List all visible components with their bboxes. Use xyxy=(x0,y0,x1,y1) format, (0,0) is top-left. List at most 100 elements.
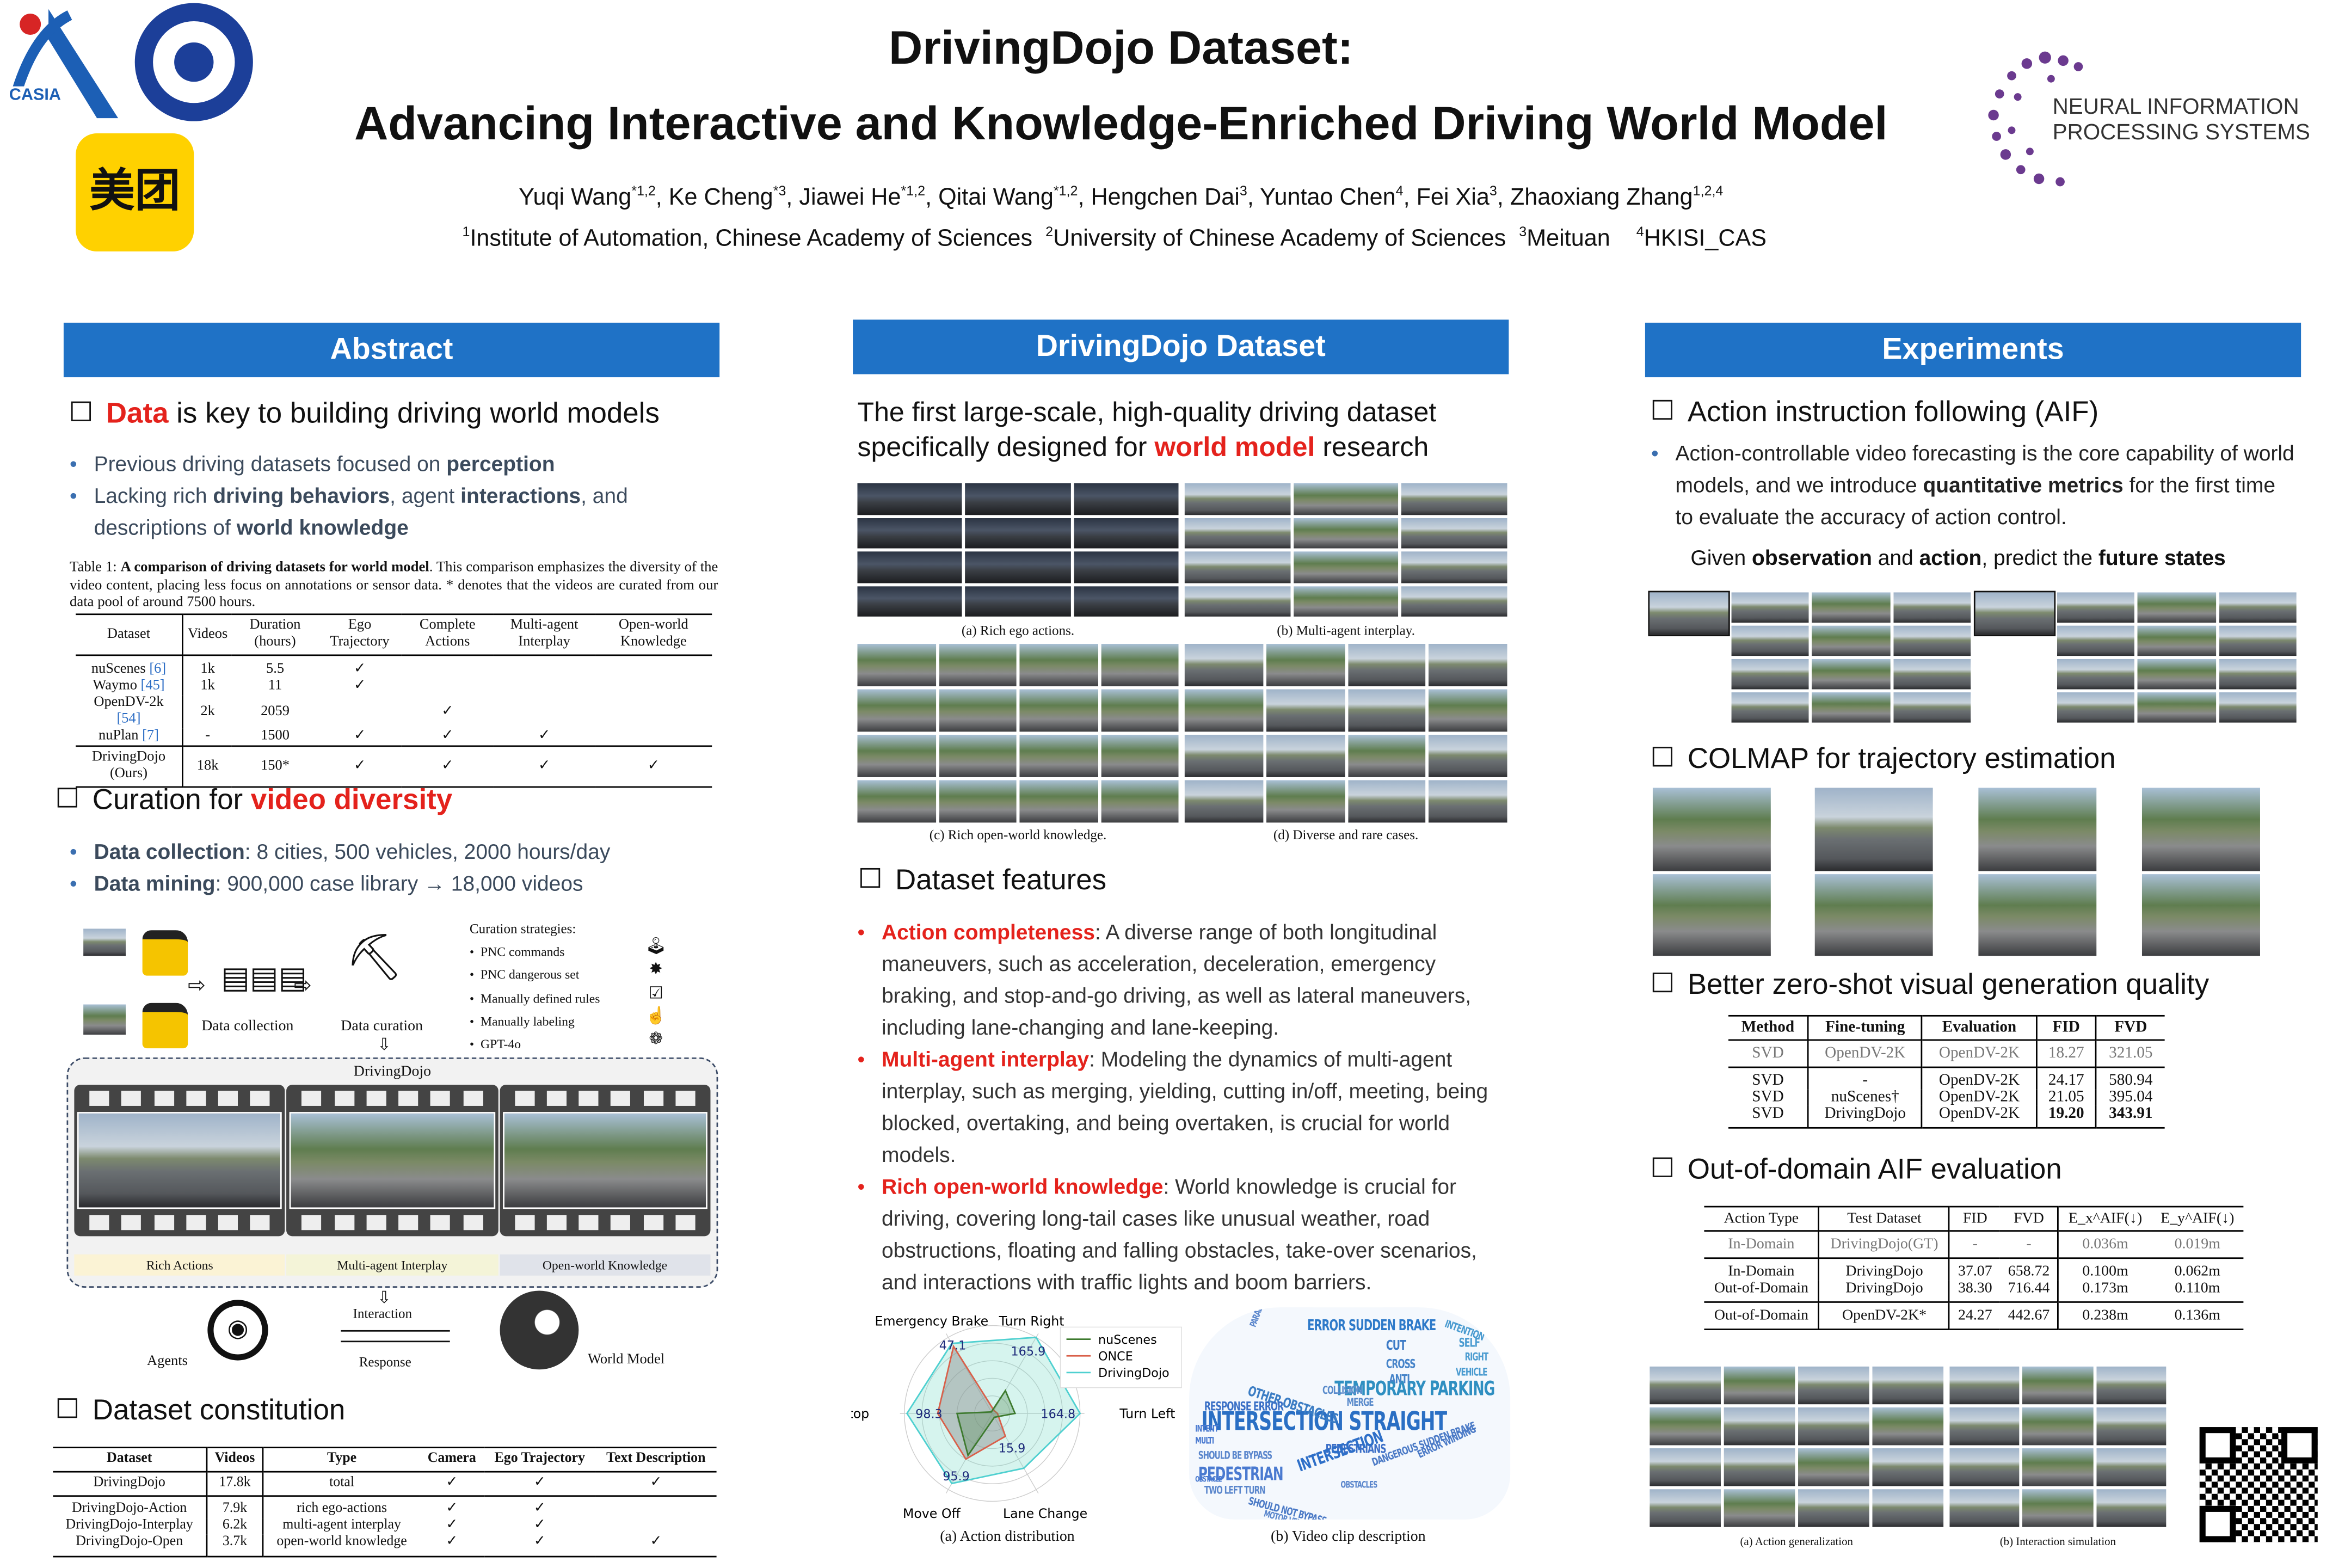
table-cell: ✓ xyxy=(353,662,366,678)
dataset-name: DrivingDojo (Ours) xyxy=(91,749,166,782)
table-cell: Type xyxy=(327,1451,357,1467)
video-frame xyxy=(1891,591,1973,624)
panel-labels: Rich Actions Multi-agent Interplay Open-… xyxy=(74,1254,711,1276)
video-frame xyxy=(856,482,964,516)
table-cell: 1500 xyxy=(261,728,290,744)
table-cell: 5.5 xyxy=(266,662,285,678)
dataset-header: DrivingDojo Dataset xyxy=(853,319,1509,374)
affiliation-number: 4 xyxy=(1636,224,1644,239)
video-frame xyxy=(1722,1406,1797,1447)
radar-caption: (a) Action distribution xyxy=(940,1528,1075,1546)
table-cell xyxy=(595,696,712,729)
video-frame xyxy=(1018,642,1099,688)
video-frame xyxy=(1400,584,1509,618)
qr-code[interactable] xyxy=(2199,1427,2318,1542)
hand-label-icon: ☝ xyxy=(645,1007,667,1026)
world-model-label: World Model xyxy=(587,1352,665,1368)
figure-caption: (c) Rich open-world knowledge. xyxy=(929,827,1107,843)
data-collection-label: Data collection xyxy=(201,1018,294,1035)
video-frame xyxy=(1346,778,1427,825)
citation-link[interactable]: [45] xyxy=(140,679,165,694)
poster-title-line1: DrivingDojo Dataset: xyxy=(889,21,1353,75)
table-cell: ✓ xyxy=(446,1534,458,1550)
ood-heading: Out-of-domain AIF evaluation xyxy=(1652,1154,2062,1188)
curation-strategy: • PNC dangerous set xyxy=(469,967,580,982)
radar-value-label: 95.9 xyxy=(943,1469,970,1484)
abstract-bullets: Previous driving datasets focused on per… xyxy=(64,448,715,544)
table-cell: E_y^AIF(↓) xyxy=(2161,1210,2235,1227)
table-cell: ✓ xyxy=(353,758,366,773)
table-cell: SVD xyxy=(1728,1105,1809,1128)
aif-frames-b xyxy=(2055,591,2298,724)
wordcloud-word: CUT xyxy=(1386,1339,1406,1355)
table-cell: Complete Actions xyxy=(419,618,476,650)
video-frame xyxy=(1018,687,1099,734)
arrow-down-icon: ⇩ xyxy=(377,1289,391,1308)
delivery-vehicle-icon xyxy=(142,1003,188,1049)
video-frame xyxy=(1183,642,1265,688)
table-cell: DrivingDojo(GT) xyxy=(1819,1231,1950,1258)
video-frame xyxy=(2094,1406,2168,1447)
video-frame xyxy=(1948,1406,2022,1447)
table-cell: 0.110m xyxy=(2175,1280,2220,1297)
table-cell: 24.27 xyxy=(1958,1307,1992,1324)
wordcloud-word: MERGE xyxy=(1346,1397,1374,1409)
video-frame xyxy=(2021,1447,2095,1488)
radar-axis-label: Move Off xyxy=(903,1506,961,1521)
table-cell xyxy=(595,655,712,679)
table-cell: Ego Trajectory xyxy=(494,1451,585,1467)
video-frame xyxy=(2136,624,2218,658)
table-cell: ✓ xyxy=(650,1534,662,1550)
author: Jiawei He xyxy=(799,185,901,211)
table-cell: - xyxy=(1972,1236,1978,1253)
author: Yuntao Chen xyxy=(1260,185,1396,211)
video-frame xyxy=(856,584,964,618)
dataset-name: Waymo xyxy=(93,679,137,694)
video-frame xyxy=(2136,591,2218,624)
radar-axis-label: Stop xyxy=(851,1406,869,1421)
table-cell: open-world knowledge xyxy=(276,1534,407,1550)
table-cell: Action Type xyxy=(1704,1207,1820,1231)
table-cell: 321.05 xyxy=(2109,1045,2153,1062)
table-cell: FVD xyxy=(1999,1207,2059,1231)
author-affiliation-mark: *1,2 xyxy=(631,183,656,199)
affiliation-list: 1Institute of Automation, Chinese Academ… xyxy=(0,224,2242,253)
table-cell: - xyxy=(1999,1231,2059,1258)
citation-link[interactable]: [54] xyxy=(116,712,141,728)
table-cell: - xyxy=(1808,1067,1923,1090)
aif-heading: Action instruction following (AIF) xyxy=(1652,397,2098,430)
table-cell: DrivingDojo xyxy=(1819,1280,1950,1302)
table-cell-dataset: Waymo [45] xyxy=(76,679,183,696)
table-cell: ✓ xyxy=(533,1518,546,1533)
interaction-label: Interaction xyxy=(353,1306,413,1321)
table-cell: 580.94 xyxy=(2109,1072,2153,1090)
video-frame xyxy=(1651,871,1773,958)
citation-link[interactable]: [6] xyxy=(149,662,167,678)
affiliation-number: 3 xyxy=(1519,224,1527,239)
colmap-heading: COLMAP for trajectory estimation xyxy=(1652,744,2116,777)
affiliation-number: 1 xyxy=(462,224,470,239)
radar-value-label: 47.1 xyxy=(939,1339,967,1353)
feature-item: Rich open-world knowledge: World knowled… xyxy=(851,1171,1505,1299)
video-frame xyxy=(2140,871,2262,958)
table-cell: 38.30 xyxy=(1958,1280,1992,1297)
video-frame xyxy=(1099,778,1180,825)
video-frame xyxy=(1099,687,1180,734)
video-frame xyxy=(2217,691,2298,724)
joystick-icon: 🕹 xyxy=(645,937,667,956)
film-strip-open-world xyxy=(499,1084,711,1237)
affiliation: HKISI_CAS xyxy=(1644,226,1767,252)
video-frame xyxy=(1813,786,1935,872)
video-frame xyxy=(1796,1487,1871,1529)
citation-link[interactable]: [7] xyxy=(142,728,159,744)
figure-caption: (a) Action generalization xyxy=(1740,1534,1854,1548)
table-cell: multi-agent interplay xyxy=(282,1518,401,1533)
curation-bullets: Data collection: 8 cities, 500 vehicles,… xyxy=(64,836,715,900)
response-arrow xyxy=(341,1341,450,1343)
